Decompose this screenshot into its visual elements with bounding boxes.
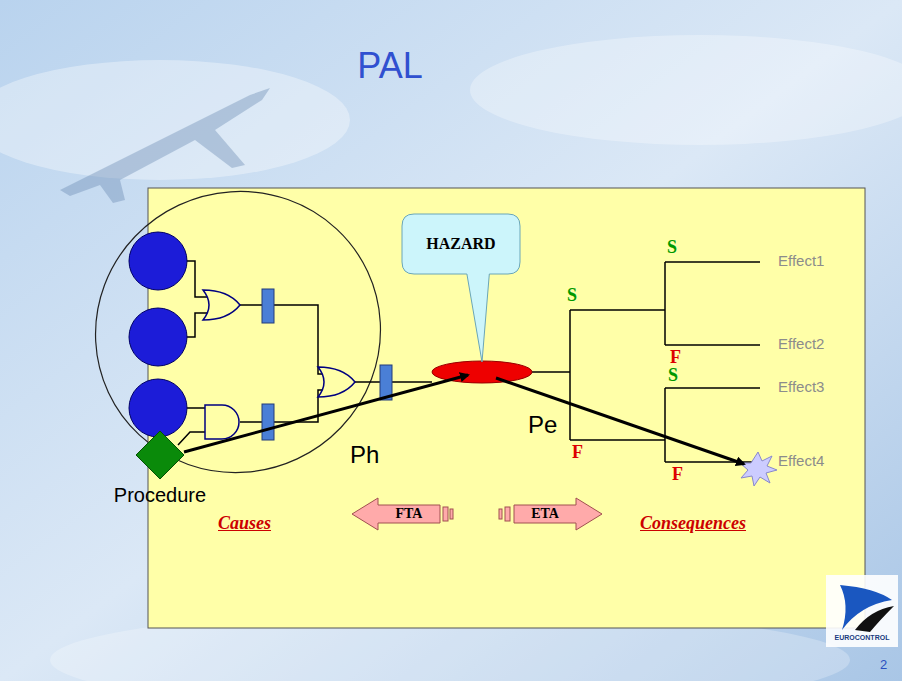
probability-label: Ph — [350, 443, 379, 467]
procedure-diamond-outline — [100, 428, 220, 484]
or-gate — [203, 290, 240, 320]
arrow-tail-notch — [443, 507, 448, 521]
causes-label: Causes — [218, 514, 271, 532]
effect-label: Effect4 — [778, 453, 824, 468]
arrow-tail-notch — [450, 509, 453, 519]
or-gate — [318, 367, 355, 397]
accident-burst — [740, 452, 777, 486]
cloud — [470, 35, 902, 145]
arrow-shape — [514, 498, 602, 530]
failure-branch: F — [672, 465, 683, 483]
page-number: 2 — [880, 658, 887, 671]
node-text: ETA — [531, 506, 559, 522]
callout-bubble — [402, 214, 520, 362]
fta-arrow: FTA — [352, 496, 462, 532]
slide-title: PAL — [357, 48, 422, 84]
diamond-shape — [136, 431, 184, 479]
logo-text: EUROCONTROL — [835, 634, 890, 641]
probability-label: Pe — [528, 413, 557, 437]
success-branch: S — [567, 286, 577, 304]
plane-silhouette — [60, 88, 270, 203]
fta-boundary — [49, 145, 427, 520]
fault-tree-wires — [178, 261, 432, 445]
consequences-label: Consequences — [640, 514, 746, 532]
effect-label: Effect3 — [778, 379, 824, 394]
arrow-shape — [352, 498, 440, 530]
success-branch: S — [667, 238, 677, 256]
effect-label: Effect1 — [778, 253, 824, 268]
node-text: HAZARD — [426, 234, 495, 253]
node-text: Procedure — [100, 484, 220, 507]
eta-arrow: ETA — [492, 496, 602, 532]
event-tree-lines — [532, 262, 760, 462]
effect-label: Effect2 — [778, 336, 824, 351]
arrow-tail-notch — [505, 507, 510, 521]
cause-path-arrow — [184, 375, 468, 452]
arrow-tail-notch — [499, 509, 502, 519]
diagram-panel — [148, 188, 865, 628]
cloud — [0, 60, 350, 180]
and-gate — [205, 405, 239, 439]
failure-branch: F — [670, 348, 681, 366]
gate-event-box — [262, 289, 392, 440]
basic-event-circle — [129, 232, 187, 437]
node-text: FTA — [396, 506, 423, 522]
logo-swoosh — [855, 606, 894, 632]
hazard-callout: HAZARD — [402, 214, 520, 274]
procedure-diamond: Procedure — [100, 428, 220, 509]
failure-branch: F — [572, 443, 583, 461]
logo-ground — [826, 575, 898, 647]
success-branch: S — [668, 366, 678, 384]
consequence-path-arrow — [496, 378, 744, 464]
